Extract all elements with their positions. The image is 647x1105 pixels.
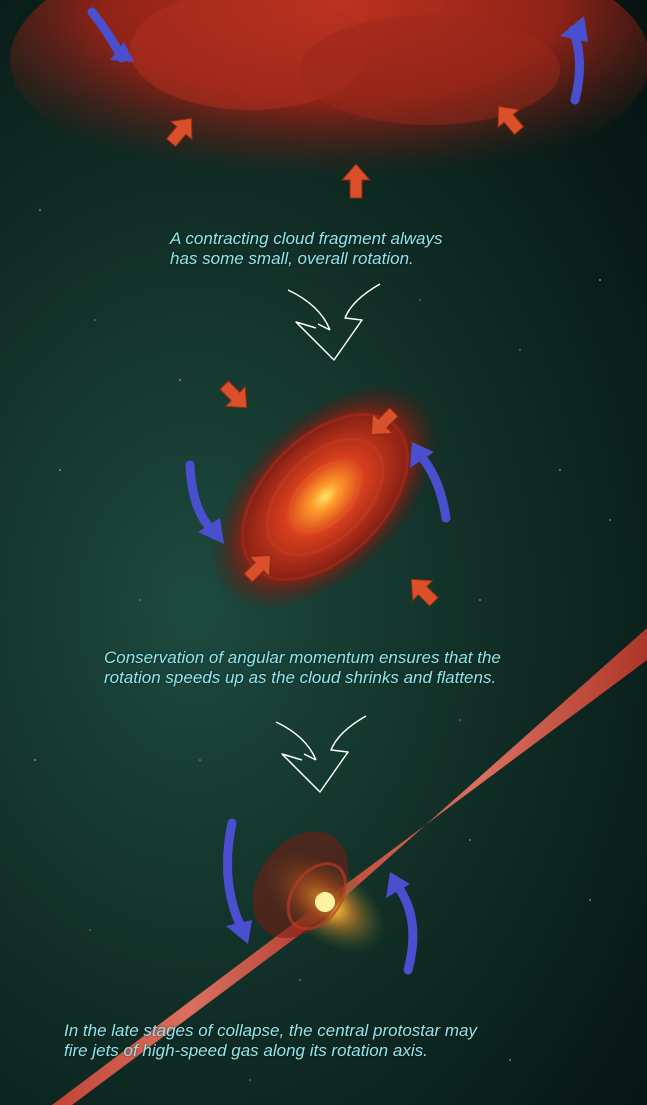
caption-line: has some small, overall rotation. xyxy=(170,249,442,269)
caption-line: In the late stages of collapse, the cent… xyxy=(64,1021,477,1041)
caption-stage-1: A contracting cloud fragment always has … xyxy=(170,229,442,269)
rotation-arrow-icon xyxy=(190,465,224,544)
caption-line: A contracting cloud fragment always xyxy=(170,229,442,249)
caption-stage-3: In the late stages of collapse, the cent… xyxy=(64,1021,477,1061)
rotation-arrow-icon xyxy=(386,872,413,970)
flow-arrow-icon xyxy=(276,716,366,792)
contraction-arrow-icon xyxy=(214,375,256,417)
caption-line: fire jets of high-speed gas along its ro… xyxy=(64,1041,477,1061)
caption-line: Conservation of angular momentum ensures… xyxy=(104,648,501,668)
flattening-disk xyxy=(169,341,480,652)
caption-stage-2: Conservation of angular momentum ensures… xyxy=(104,648,501,688)
flow-arrow-icon xyxy=(288,284,380,360)
star-field xyxy=(34,209,611,1081)
rotation-arrow-icon xyxy=(226,823,252,944)
contraction-arrow-icon xyxy=(401,569,443,611)
caption-line: rotation speeds up as the cloud shrinks … xyxy=(104,668,501,688)
